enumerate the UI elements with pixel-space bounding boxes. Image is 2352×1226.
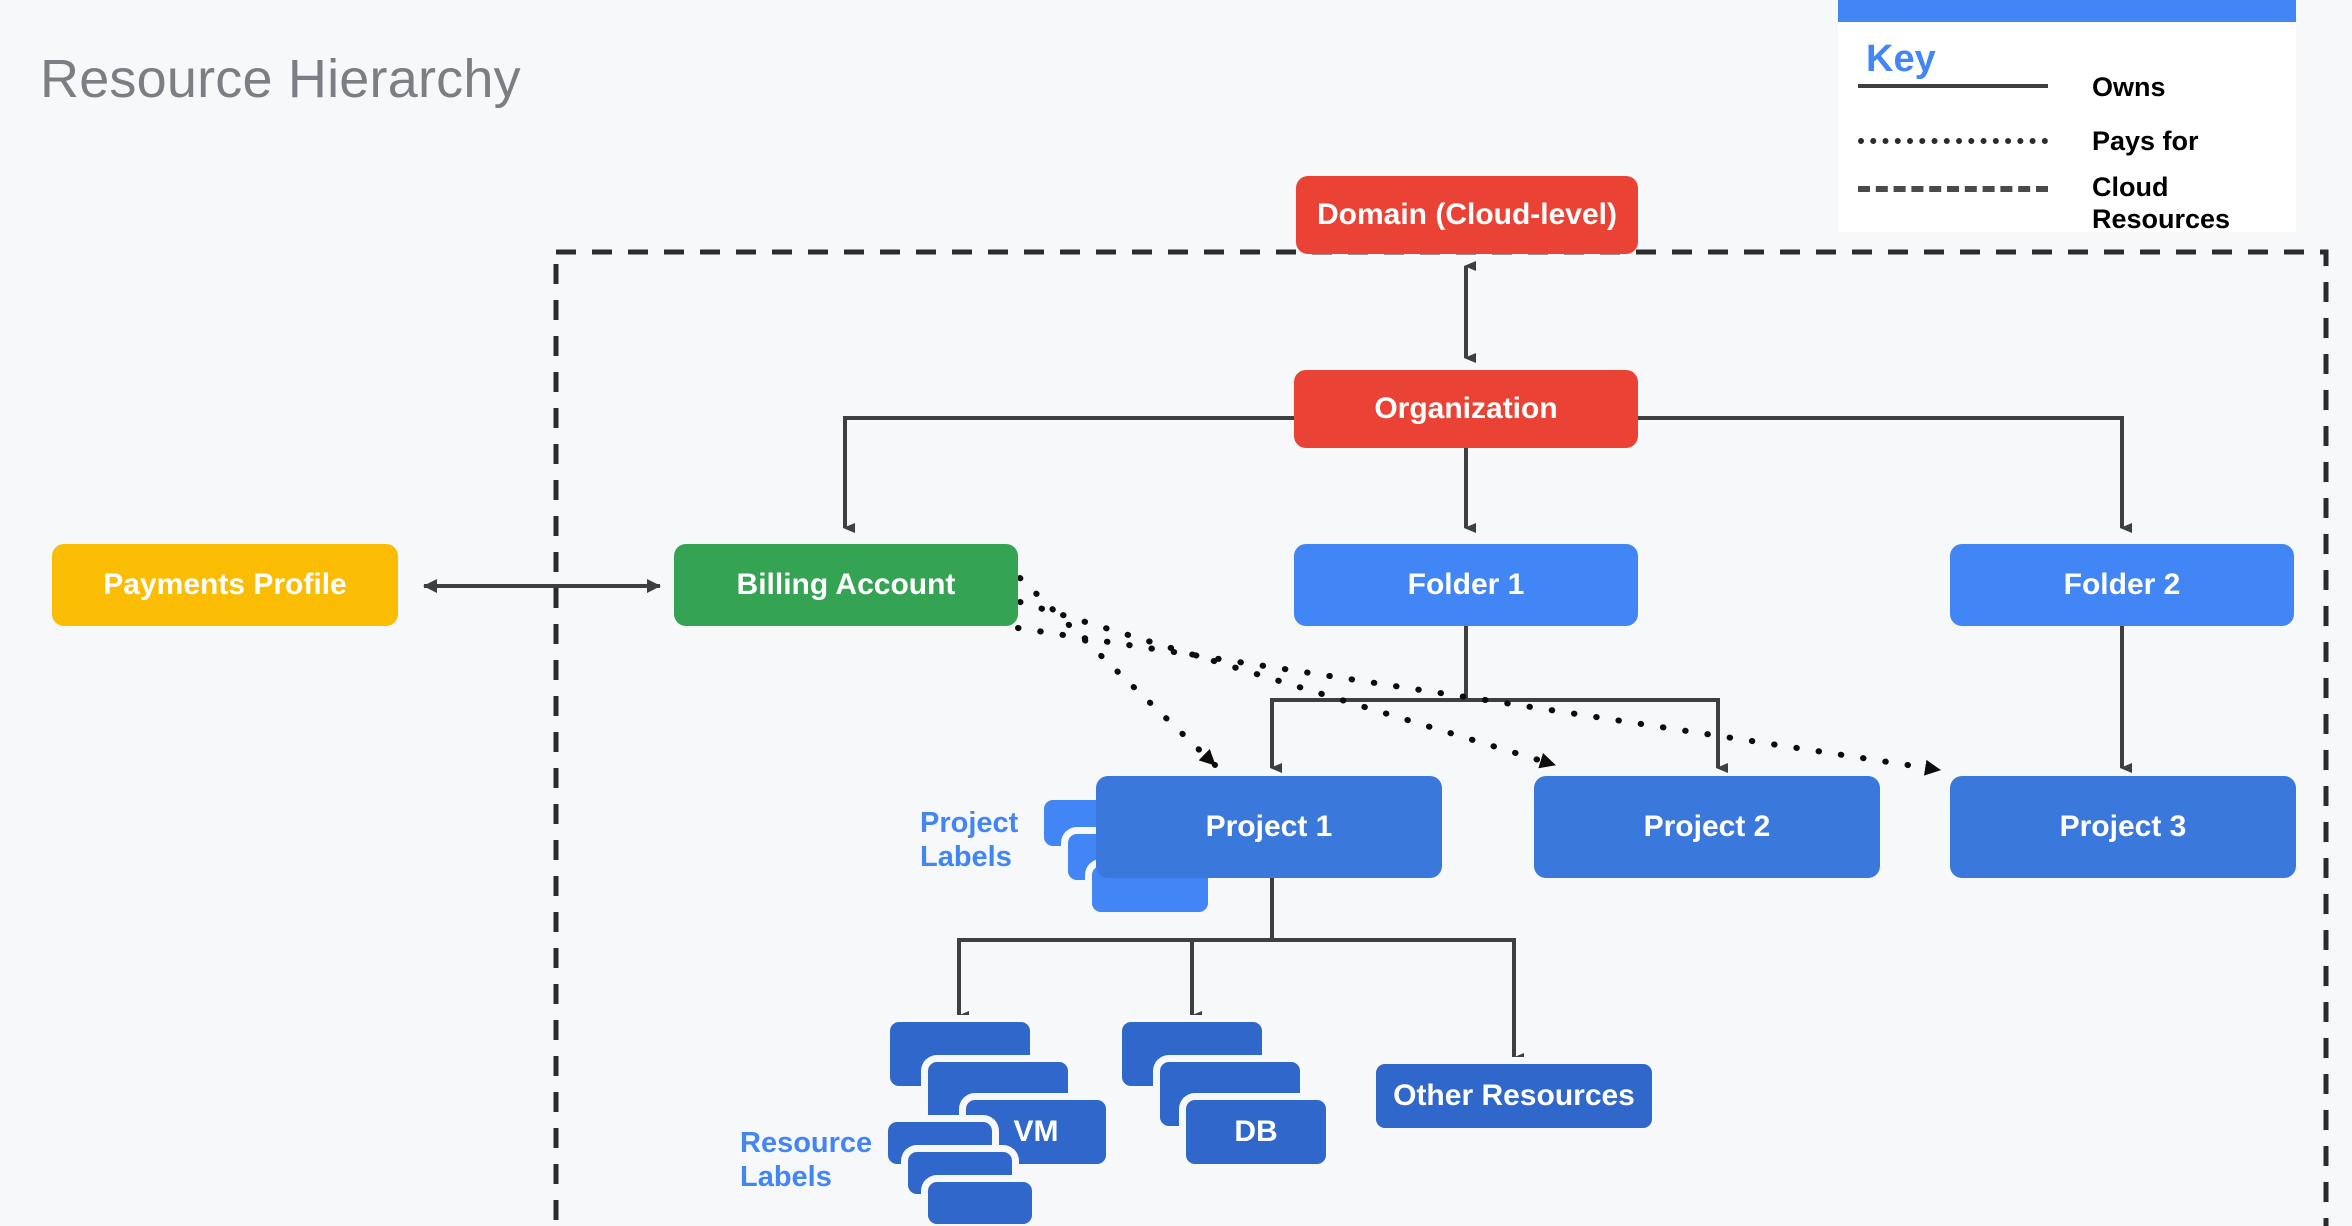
edge-project1-db: [1190, 938, 1272, 1021]
node-project-3-label: Project 3: [2059, 809, 2187, 843]
project-labels-annotation: Project Labels: [920, 806, 1090, 874]
node-folder-2[interactable]: Folder 2: [1950, 544, 2294, 626]
node-project-3[interactable]: Project 3: [1950, 776, 2296, 878]
key-line-owns: [1858, 84, 2048, 88]
resource-label-chip-3: [928, 1182, 1032, 1224]
node-other-resources[interactable]: Other Resources: [1376, 1064, 1652, 1128]
node-project-2[interactable]: Project 2: [1534, 776, 1880, 878]
key-accent-bar: [1838, 0, 2296, 22]
edge-organization-billing: [843, 416, 1466, 533]
edge-billing-pays-project2: [1017, 599, 1558, 769]
page-title: Resource Hierarchy: [40, 49, 521, 109]
key-title: Key: [1866, 38, 1936, 80]
edge-folder1-project2: [1466, 698, 1728, 773]
node-other-resources-label: Other Resources: [1393, 1078, 1635, 1112]
edge-billing-pays-project3: [1015, 625, 1943, 776]
edge-project1-vm: [957, 878, 1274, 1021]
edge-billing-pays-project1: [1017, 575, 1218, 768]
node-project-1[interactable]: Project 1: [1096, 776, 1442, 878]
key-line-pays-for: [1858, 138, 2048, 144]
node-billing-account[interactable]: Billing Account: [674, 544, 1018, 626]
node-billing-account-label: Billing Account: [736, 567, 956, 601]
node-project-2-label: Project 2: [1643, 809, 1771, 843]
key-label-cloud-resources: Cloud Resources: [2092, 172, 2231, 234]
project-labels-line-2: Labels: [920, 841, 1012, 874]
node-project-1-label: Project 1: [1205, 809, 1333, 843]
node-organization-label: Organization: [1374, 391, 1558, 425]
resource-labels-line-2: Labels: [740, 1161, 832, 1194]
key-line-cloud-resources: [1858, 186, 2048, 192]
resource-labels-line-1: Resource: [740, 1127, 873, 1159]
key-label-owns: Owns: [2092, 72, 2166, 102]
edge-organization-folder2: [1466, 416, 2132, 533]
node-payments-profile[interactable]: Payments Profile: [52, 544, 398, 626]
node-folder-1[interactable]: Folder 1: [1294, 544, 1638, 626]
node-domain[interactable]: Domain (Cloud-level): [1296, 176, 1638, 254]
key-label-pays-for: Pays for: [2092, 126, 2199, 156]
node-db[interactable]: DB: [1186, 1100, 1326, 1164]
project-labels-line-1: Project: [920, 807, 1019, 839]
cloud-resources-boundary: [553, 249, 2329, 1226]
resource-labels-annotation: Resource Labels: [740, 1126, 930, 1194]
node-db-label: DB: [1234, 1114, 1278, 1148]
node-folder-1-label: Folder 1: [1407, 567, 1525, 601]
node-payments-profile-label: Payments Profile: [103, 567, 347, 601]
node-vm-label: VM: [1013, 1114, 1059, 1148]
edge-project1-other: [1272, 938, 1524, 1063]
node-folder-2-label: Folder 2: [2063, 567, 2181, 601]
node-domain-label: Domain (Cloud-level): [1316, 197, 1617, 231]
key-panel: [1838, 0, 2296, 232]
edge-folder1-project1: [1270, 622, 1468, 773]
node-organization[interactable]: Organization: [1294, 370, 1638, 448]
